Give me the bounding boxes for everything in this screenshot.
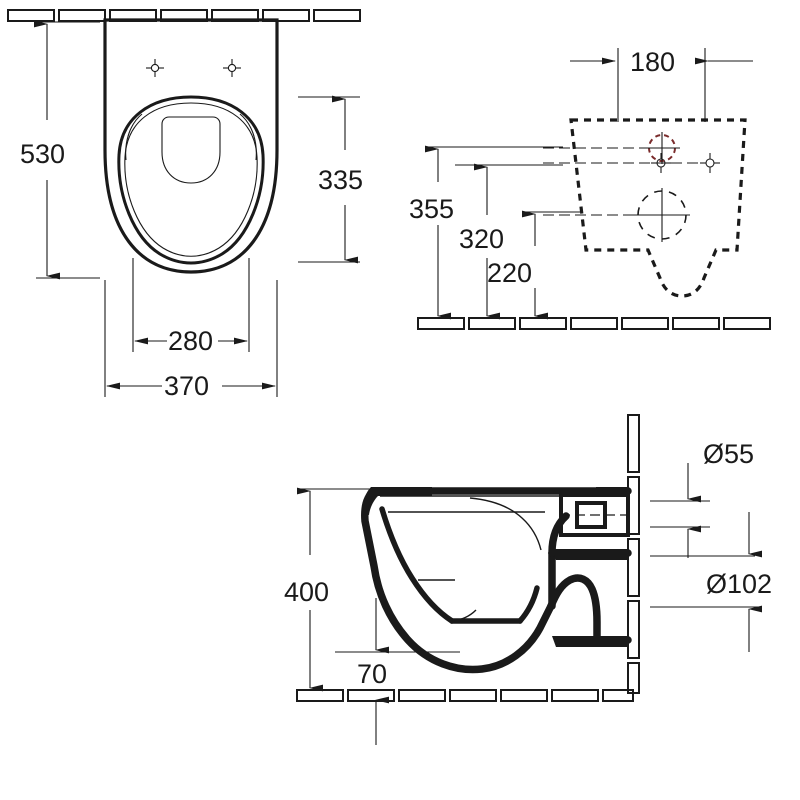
dimension-label-400: 400 (284, 577, 329, 607)
wc-bowl-aperture (161, 116, 221, 184)
wc-section-inner (379, 506, 540, 624)
dimension-label-530: 530 (20, 139, 65, 169)
dimension-label-180: 180 (630, 47, 675, 77)
side-view: 400 70 Ø55 Ø102 (284, 414, 772, 745)
front-view: 180 355 320 220 (409, 47, 771, 330)
crosshair-icon (700, 153, 720, 173)
wall-hatch-icon (7, 9, 361, 22)
wc-seat-ring-inner (124, 102, 258, 257)
plan-extension-lines (104, 258, 278, 397)
wc-section-cut-fill (362, 487, 628, 647)
dimension-530 (34, 20, 100, 280)
crosshair-icon (146, 59, 164, 77)
front-centre-lines (543, 147, 700, 216)
dimension-label-355: 355 (409, 194, 454, 224)
dimension-label-d55: Ø55 (703, 439, 754, 469)
dimension-label-335: 335 (318, 165, 363, 195)
outlet-circle-icon (634, 188, 690, 242)
plan-view: 530 335 280 370 (7, 9, 363, 401)
dimension-label-320: 320 (459, 224, 504, 254)
dimension-label-280: 280 (168, 326, 213, 356)
wc-seat-ring (117, 95, 265, 265)
dimension-label-d102: Ø102 (706, 569, 772, 599)
dimension-335 (298, 95, 360, 264)
dimension-400 (297, 487, 372, 692)
wc-hidden-outline (569, 118, 747, 298)
crosshair-icon (223, 59, 241, 77)
dimension-label-370: 370 (164, 371, 209, 401)
wc-lid-outline (103, 18, 279, 274)
side-wall-hatch-icon (627, 414, 640, 694)
dimension-label-70: 70 (357, 659, 387, 689)
dimension-label-220: 220 (487, 258, 532, 288)
inlet-circle-icon (644, 132, 680, 164)
dimension-70 (335, 598, 460, 745)
